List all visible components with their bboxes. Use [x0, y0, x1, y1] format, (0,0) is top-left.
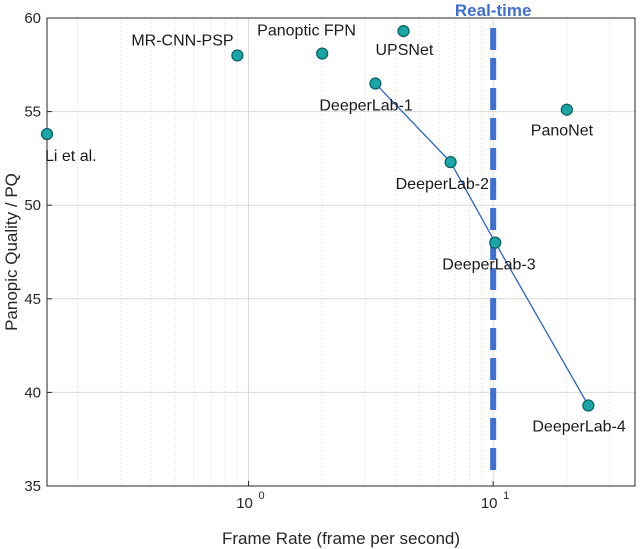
point-label-li-et-al: Li et al. [45, 148, 97, 165]
point-deeperlab-4 [582, 399, 595, 412]
y-tick-label: 45 [24, 291, 41, 308]
y-tick-label: 35 [24, 478, 41, 495]
axes-frame [46, 17, 636, 487]
x-axis-label: Frame Rate (frame per second) [222, 529, 460, 548]
reference-line-group: Real-time [455, 1, 532, 474]
point-label-panonet: PanoNet [531, 123, 594, 140]
point-label-deeperlab-4: DeeperLab-4 [532, 419, 626, 436]
y-tick-label: 50 [24, 197, 41, 214]
point-deeperlab-1 [369, 77, 382, 90]
point-label-upsnet: UPSNet [376, 42, 434, 59]
y-tick-label: 60 [24, 10, 41, 27]
point-label-deeperlab-3: DeeperLab-3 [442, 257, 536, 274]
point-li-et-al [40, 127, 54, 141]
point-label-mr-cnn-psp: MR-CNN-PSP [131, 32, 233, 49]
point-panoptic-fpn [316, 47, 329, 60]
point-mr-cnn-psp [231, 49, 244, 62]
y-axis-label: Panopic Quality / PQ [2, 173, 21, 331]
axes: 35 40 45 50 55 60 10 0 10 1 [24, 10, 636, 512]
x-tick-exponent: 0 [259, 490, 265, 502]
x-tick-exponent: 1 [503, 490, 509, 502]
y-tick-label: 40 [24, 384, 41, 401]
series [374, 83, 589, 406]
deeperlab-series-line [374, 83, 589, 406]
point-panonet [560, 103, 573, 116]
point-label-deeperlab-2: DeeperLab-2 [396, 176, 490, 193]
point-label-panoptic-fpn: Panoptic FPN [257, 23, 356, 40]
x-tick-label: 10 [481, 495, 498, 512]
plot-area [47, 18, 635, 486]
point-labels: Li et al. MR-CNN-PSP Panoptic FPN UPSNetPan… [45, 23, 626, 436]
reference-line-label: Real-time [455, 1, 532, 20]
point-label-deeperlab-1: DeeperLab-1 [319, 98, 413, 115]
point-deeperlab-2 [444, 156, 457, 169]
point-deeperlab-3 [489, 236, 502, 249]
y-tick-label: 55 [24, 104, 41, 121]
points [40, 25, 595, 412]
x-tick-label: 10 [236, 495, 253, 512]
point-upsnet [397, 25, 410, 38]
